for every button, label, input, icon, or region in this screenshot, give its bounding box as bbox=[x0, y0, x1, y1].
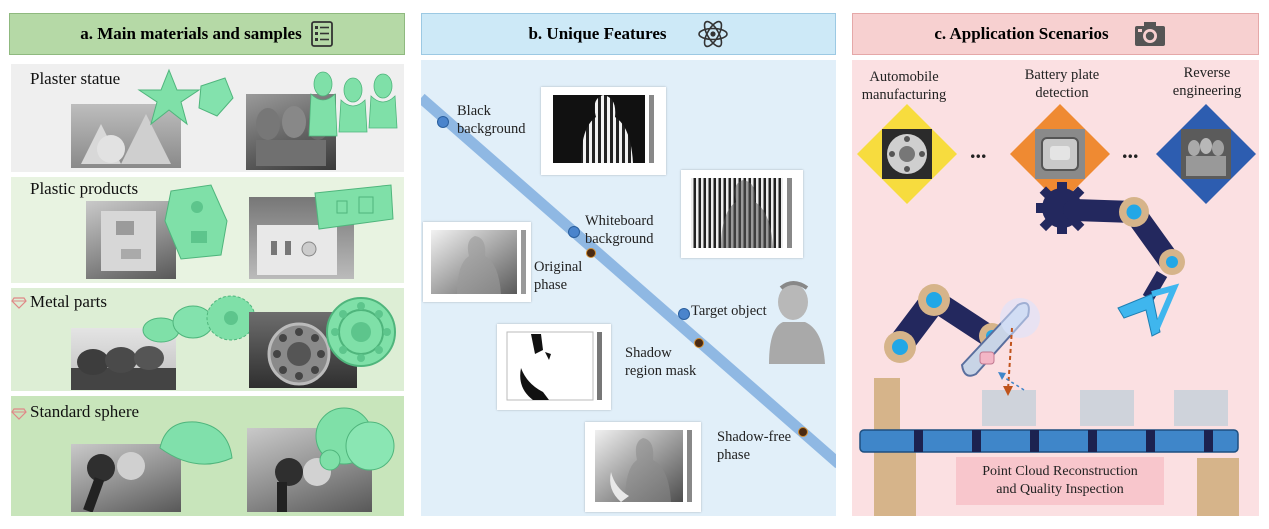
fringe-image-black-background bbox=[541, 87, 666, 175]
original-phase-image bbox=[423, 222, 531, 302]
workpiece-box-2 bbox=[1080, 390, 1134, 426]
shadow-free-phase-image bbox=[585, 422, 701, 512]
sphere-photo-left bbox=[71, 444, 181, 513]
fringe-image-whiteboard bbox=[681, 170, 803, 258]
robot-conveyor-scene bbox=[859, 182, 1239, 516]
wheel-model-3d bbox=[321, 292, 401, 372]
star-model-3d bbox=[129, 68, 239, 132]
node-dot-shadow-mask bbox=[694, 338, 704, 348]
panel-b-header: b. Unique Features bbox=[421, 13, 836, 55]
gears-model-3d bbox=[131, 290, 261, 360]
row-label: Plastic products bbox=[30, 179, 139, 198]
row-label: Metal parts bbox=[30, 292, 107, 311]
scenario-diamond-reverse bbox=[1154, 102, 1258, 206]
shadow-mask-image bbox=[497, 324, 611, 410]
panel-b-title: b. Unique Features bbox=[528, 24, 667, 43]
point-cloud-inspection-box: Point Cloud Reconstruction and Quality I… bbox=[956, 457, 1164, 505]
node-dot-target-object bbox=[678, 308, 690, 320]
conveyor-support-left bbox=[874, 450, 916, 516]
socket-model-3d bbox=[311, 183, 396, 231]
robot-arm-gripper bbox=[1036, 182, 1185, 337]
box-line-2: and Quality Inspection bbox=[996, 482, 1124, 497]
sphere-model-3d-right bbox=[306, 400, 401, 490]
plastic-model-3d-left bbox=[161, 181, 241, 261]
panel-c-header: c. Application Scenarios bbox=[852, 13, 1259, 55]
plastic-photo-left bbox=[86, 201, 176, 279]
node-dot-shadow-free bbox=[798, 427, 808, 437]
target-object-bust bbox=[761, 278, 831, 368]
row-plastic-products: Plastic products bbox=[11, 177, 404, 283]
box-line-1: Point Cloud Reconstruction bbox=[982, 464, 1138, 479]
row-plaster-statue: Plaster statue bbox=[11, 64, 404, 172]
workpiece-box-3 bbox=[1174, 390, 1228, 426]
panel-a-title: a. Main materials and samples bbox=[80, 24, 302, 43]
gem-icon bbox=[11, 407, 27, 425]
node-dot-original-phase bbox=[586, 248, 596, 258]
busts-model-3d bbox=[301, 66, 401, 166]
workpiece-box-1 bbox=[982, 390, 1036, 426]
panel-c-title: c. Application Scenarios bbox=[934, 24, 1109, 43]
label-target-object: Target object bbox=[691, 303, 767, 319]
row-metal-parts: Metal parts bbox=[11, 288, 404, 391]
scenario-diamond-automobile bbox=[855, 102, 959, 206]
row-standard-sphere: Standard sphere bbox=[11, 396, 404, 516]
conveyor-support-right bbox=[1197, 458, 1239, 516]
panel-a-header: a. Main materials and samples bbox=[9, 13, 405, 55]
node-dot-black-background bbox=[437, 116, 449, 128]
robot-pedestal bbox=[874, 378, 900, 434]
diagonal-band bbox=[421, 93, 836, 469]
row-label: Plaster statue bbox=[30, 69, 121, 88]
robot-arm-scanner bbox=[884, 284, 1040, 396]
sphere-model-3d-left bbox=[156, 418, 236, 474]
camera-icon bbox=[1133, 20, 1167, 48]
scenario-diamond-battery bbox=[1008, 102, 1112, 206]
row-label: Standard sphere bbox=[30, 402, 140, 421]
ellipsis-1: ... bbox=[970, 138, 987, 163]
ellipsis-2: ... bbox=[1122, 138, 1139, 163]
node-dot-whiteboard bbox=[568, 226, 580, 238]
checklist-icon bbox=[310, 21, 334, 47]
gem-icon bbox=[11, 296, 27, 314]
conveyor-belt bbox=[859, 429, 1239, 453]
atom-icon bbox=[697, 18, 729, 50]
